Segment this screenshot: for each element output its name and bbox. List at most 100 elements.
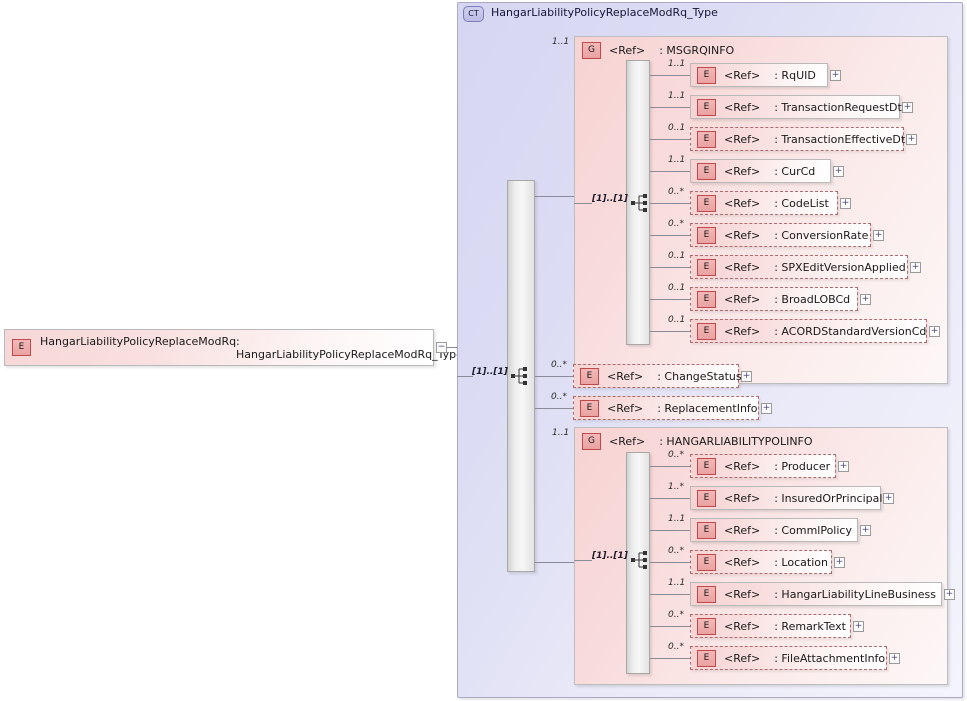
element-ref-label: <Ref> <box>724 196 761 210</box>
element-name-label: : ReplacementInfo <box>657 401 758 415</box>
element-expand-toggle[interactable]: + <box>860 525 871 536</box>
element-ref-box[interactable]: E<Ref>: InsuredOrPrincipal <box>690 486 882 510</box>
element-ref-label: <Ref> <box>724 324 761 338</box>
group2-child-line <box>650 658 690 659</box>
root-element-box[interactable]: E HangarLiabilityPolicyReplaceModRq: Hang… <box>4 329 463 366</box>
element-badge-icon: E <box>697 553 716 571</box>
element-ref-box[interactable]: E<Ref>: ConversionRate <box>690 223 871 247</box>
element-ref-box[interactable]: E<Ref>: CurCd <box>690 159 831 183</box>
element-badge-icon: E <box>697 130 716 148</box>
element-expand-toggle[interactable]: + <box>761 403 772 414</box>
element-ref-label: <Ref> <box>724 555 761 569</box>
element-ref-box[interactable]: E <Ref> : Location <box>690 550 832 574</box>
element-cardinality-label: 0..1 <box>668 123 686 133</box>
element-expand-toggle[interactable]: + <box>889 653 900 664</box>
element-expand-toggle[interactable]: + <box>741 371 752 382</box>
element-name-label: : SPXEditVersionApplied <box>774 260 906 274</box>
element-expand-toggle[interactable]: + <box>910 262 921 273</box>
group-ref-label: <Ref> <box>609 435 646 448</box>
element-badge-icon: E <box>697 322 716 340</box>
element-expand-toggle[interactable]: + <box>853 621 864 632</box>
group2-child-line <box>650 594 690 595</box>
element-cardinality-label: 0..* <box>668 546 684 556</box>
group1-sequence-icon[interactable] <box>631 193 649 213</box>
element-ref-box[interactable]: E<Ref>: ChangeStatus <box>573 364 742 388</box>
element-badge-icon: E <box>697 162 716 180</box>
element-badge-icon: E <box>12 339 31 356</box>
element-ref-box[interactable]: E<Ref>: Producer <box>690 454 836 478</box>
element-expand-toggle[interactable]: + <box>873 230 884 241</box>
group-cardinality-msgrqinfo: 1..1 <box>552 37 570 47</box>
group2-entry-line <box>574 560 592 561</box>
element-badge-icon: E <box>697 98 716 116</box>
element-ref-label: <Ref> <box>607 401 644 415</box>
element-ref-box[interactable]: E <Ref> : RemarkText <box>690 614 851 638</box>
element-expand-toggle[interactable]: + <box>840 198 851 209</box>
element-ref-label: <Ref> <box>724 651 761 665</box>
element-ref-label: <Ref> <box>607 369 644 383</box>
element-name-label: : CodeList <box>774 196 829 210</box>
element-name-label: : Producer <box>774 459 831 473</box>
element-cardinality-label: 0..1 <box>668 315 686 325</box>
group-badge-icon: G <box>582 42 601 59</box>
element-ref-box[interactable]: E<Ref>: RqUID <box>690 63 828 87</box>
root-element-type: : HangarLiabilityPolicyReplaceModRq_Type <box>236 334 463 361</box>
element-expand-toggle[interactable]: + <box>902 102 913 113</box>
element-name-label: : RqUID <box>774 68 816 82</box>
element-cardinality-label: 0..* <box>668 187 684 197</box>
element-badge-icon: E <box>697 489 716 507</box>
element-ref-box[interactable]: E<Ref>: ACORDStandardVersionCd <box>690 319 927 343</box>
group2-child-line <box>650 466 690 467</box>
toplevel-sequence-icon[interactable] <box>511 366 529 386</box>
element-cardinality-label: 1..* <box>668 482 684 492</box>
element-cardinality-label: 0..* <box>551 392 567 402</box>
element-expand-toggle[interactable]: + <box>838 461 849 472</box>
element-ref-box[interactable]: E<Ref>: BroadLOBCd <box>690 287 858 311</box>
element-ref-label: <Ref> <box>724 132 761 146</box>
root-element-labels: HangarLiabilityPolicyReplaceModRq: Hanga… <box>40 334 463 361</box>
group2-sequence-icon[interactable] <box>631 550 649 570</box>
root-collapse-toggle[interactable]: − <box>436 342 447 353</box>
element-ref-box[interactable]: E <Ref> : CodeList <box>690 191 838 215</box>
element-name-label: : RemarkText <box>774 619 846 633</box>
group1-child-line <box>650 267 690 268</box>
element-name-label: : TransactionEffectiveDt <box>774 132 906 146</box>
element-cardinality-label: 0..* <box>668 642 684 652</box>
element-ref-box[interactable]: E<Ref>: CommlPolicy <box>690 518 858 542</box>
group2-child-line <box>650 530 690 531</box>
element-ref-box[interactable]: E <Ref> : TransactionEffectiveDt <box>690 127 906 151</box>
group-name-label: : MSGRQINFO <box>659 44 735 57</box>
element-expand-toggle[interactable]: + <box>883 493 894 504</box>
element-ref-box[interactable]: E<Ref>: TransactionRequestDt <box>690 95 902 119</box>
element-ref-box[interactable]: E<Ref>: HangarLiabilityLineBusiness <box>690 582 942 606</box>
group1-child-line <box>650 139 690 140</box>
bar-to-group2-line <box>535 562 574 563</box>
element-expand-toggle[interactable]: + <box>860 294 871 305</box>
element-badge-icon: E <box>697 194 716 212</box>
group2-sequence-bar <box>626 452 650 674</box>
element-ref-box[interactable]: E<Ref>: SPXEditVersionApplied <box>690 255 908 279</box>
element-ref-label: <Ref> <box>724 68 761 82</box>
element-ref-box[interactable]: E<Ref>: FileAttachmentInfo <box>690 646 887 670</box>
element-expand-toggle[interactable]: + <box>833 166 844 177</box>
complextype-title: HangarLiabilityPolicyReplaceModRq_Type <box>491 6 718 19</box>
element-ref-label: <Ref> <box>724 619 761 633</box>
group1-child-line <box>650 107 690 108</box>
element-badge-icon: E <box>697 617 716 635</box>
element-cardinality-label: 0..* <box>668 610 684 620</box>
group-badge-icon: G <box>582 433 601 450</box>
bar-to-group1-line <box>535 196 574 197</box>
element-expand-toggle[interactable]: + <box>830 70 841 81</box>
element-expand-toggle[interactable]: + <box>944 589 955 600</box>
group1-child-line <box>650 203 690 204</box>
element-name-label: : ChangeStatus <box>657 369 742 383</box>
element-expand-toggle[interactable]: + <box>906 134 917 145</box>
element-expand-toggle[interactable]: + <box>929 326 940 337</box>
element-name-label: : BroadLOBCd <box>774 292 851 306</box>
element-expand-toggle[interactable]: + <box>834 557 845 568</box>
element-ref-label: <Ref> <box>724 459 761 473</box>
element-name-label: : Location <box>774 555 828 569</box>
element-ref-box[interactable]: E<Ref>: ReplacementInfo <box>573 396 759 420</box>
element-name-label: : CommlPolicy <box>774 523 852 537</box>
element-ref-label: <Ref> <box>724 292 761 306</box>
